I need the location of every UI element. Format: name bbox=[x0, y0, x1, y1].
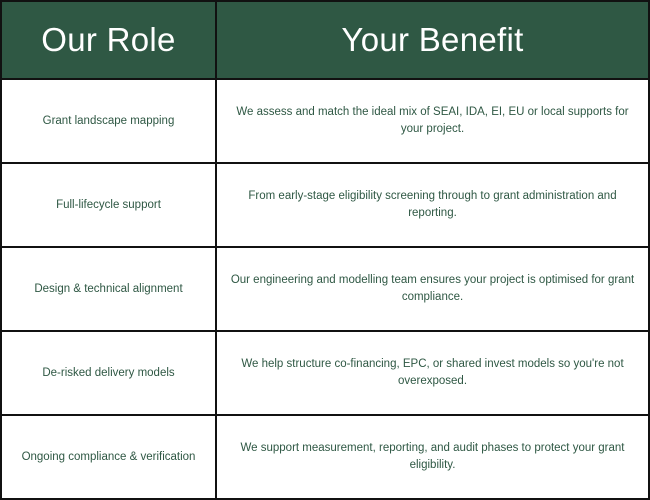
role-cell: Grant landscape mapping bbox=[0, 78, 217, 164]
role-cell: Full-lifecycle support bbox=[0, 162, 217, 248]
table-row: Design & technical alignment Our enginee… bbox=[0, 246, 650, 332]
benefit-cell: We assess and match the ideal mix of SEA… bbox=[215, 78, 650, 164]
header-our-role: Our Role bbox=[0, 0, 217, 80]
table-row: De-risked delivery models We help struct… bbox=[0, 330, 650, 416]
role-cell: Design & technical alignment bbox=[0, 246, 217, 332]
table-row: Ongoing compliance & verification We sup… bbox=[0, 414, 650, 500]
benefit-cell: From early-stage eligibility screening t… bbox=[215, 162, 650, 248]
table-row: Full-lifecycle support From early-stage … bbox=[0, 162, 650, 248]
table-row: Grant landscape mapping We assess and ma… bbox=[0, 78, 650, 164]
role-cell: De-risked delivery models bbox=[0, 330, 217, 416]
benefit-cell: Our engineering and modelling team ensur… bbox=[215, 246, 650, 332]
header-row: Our Role Your Benefit bbox=[0, 0, 650, 80]
benefit-cell: We support measurement, reporting, and a… bbox=[215, 414, 650, 500]
header-your-benefit: Your Benefit bbox=[215, 0, 650, 80]
role-cell: Ongoing compliance & verification bbox=[0, 414, 217, 500]
benefit-cell: We help structure co-financing, EPC, or … bbox=[215, 330, 650, 416]
